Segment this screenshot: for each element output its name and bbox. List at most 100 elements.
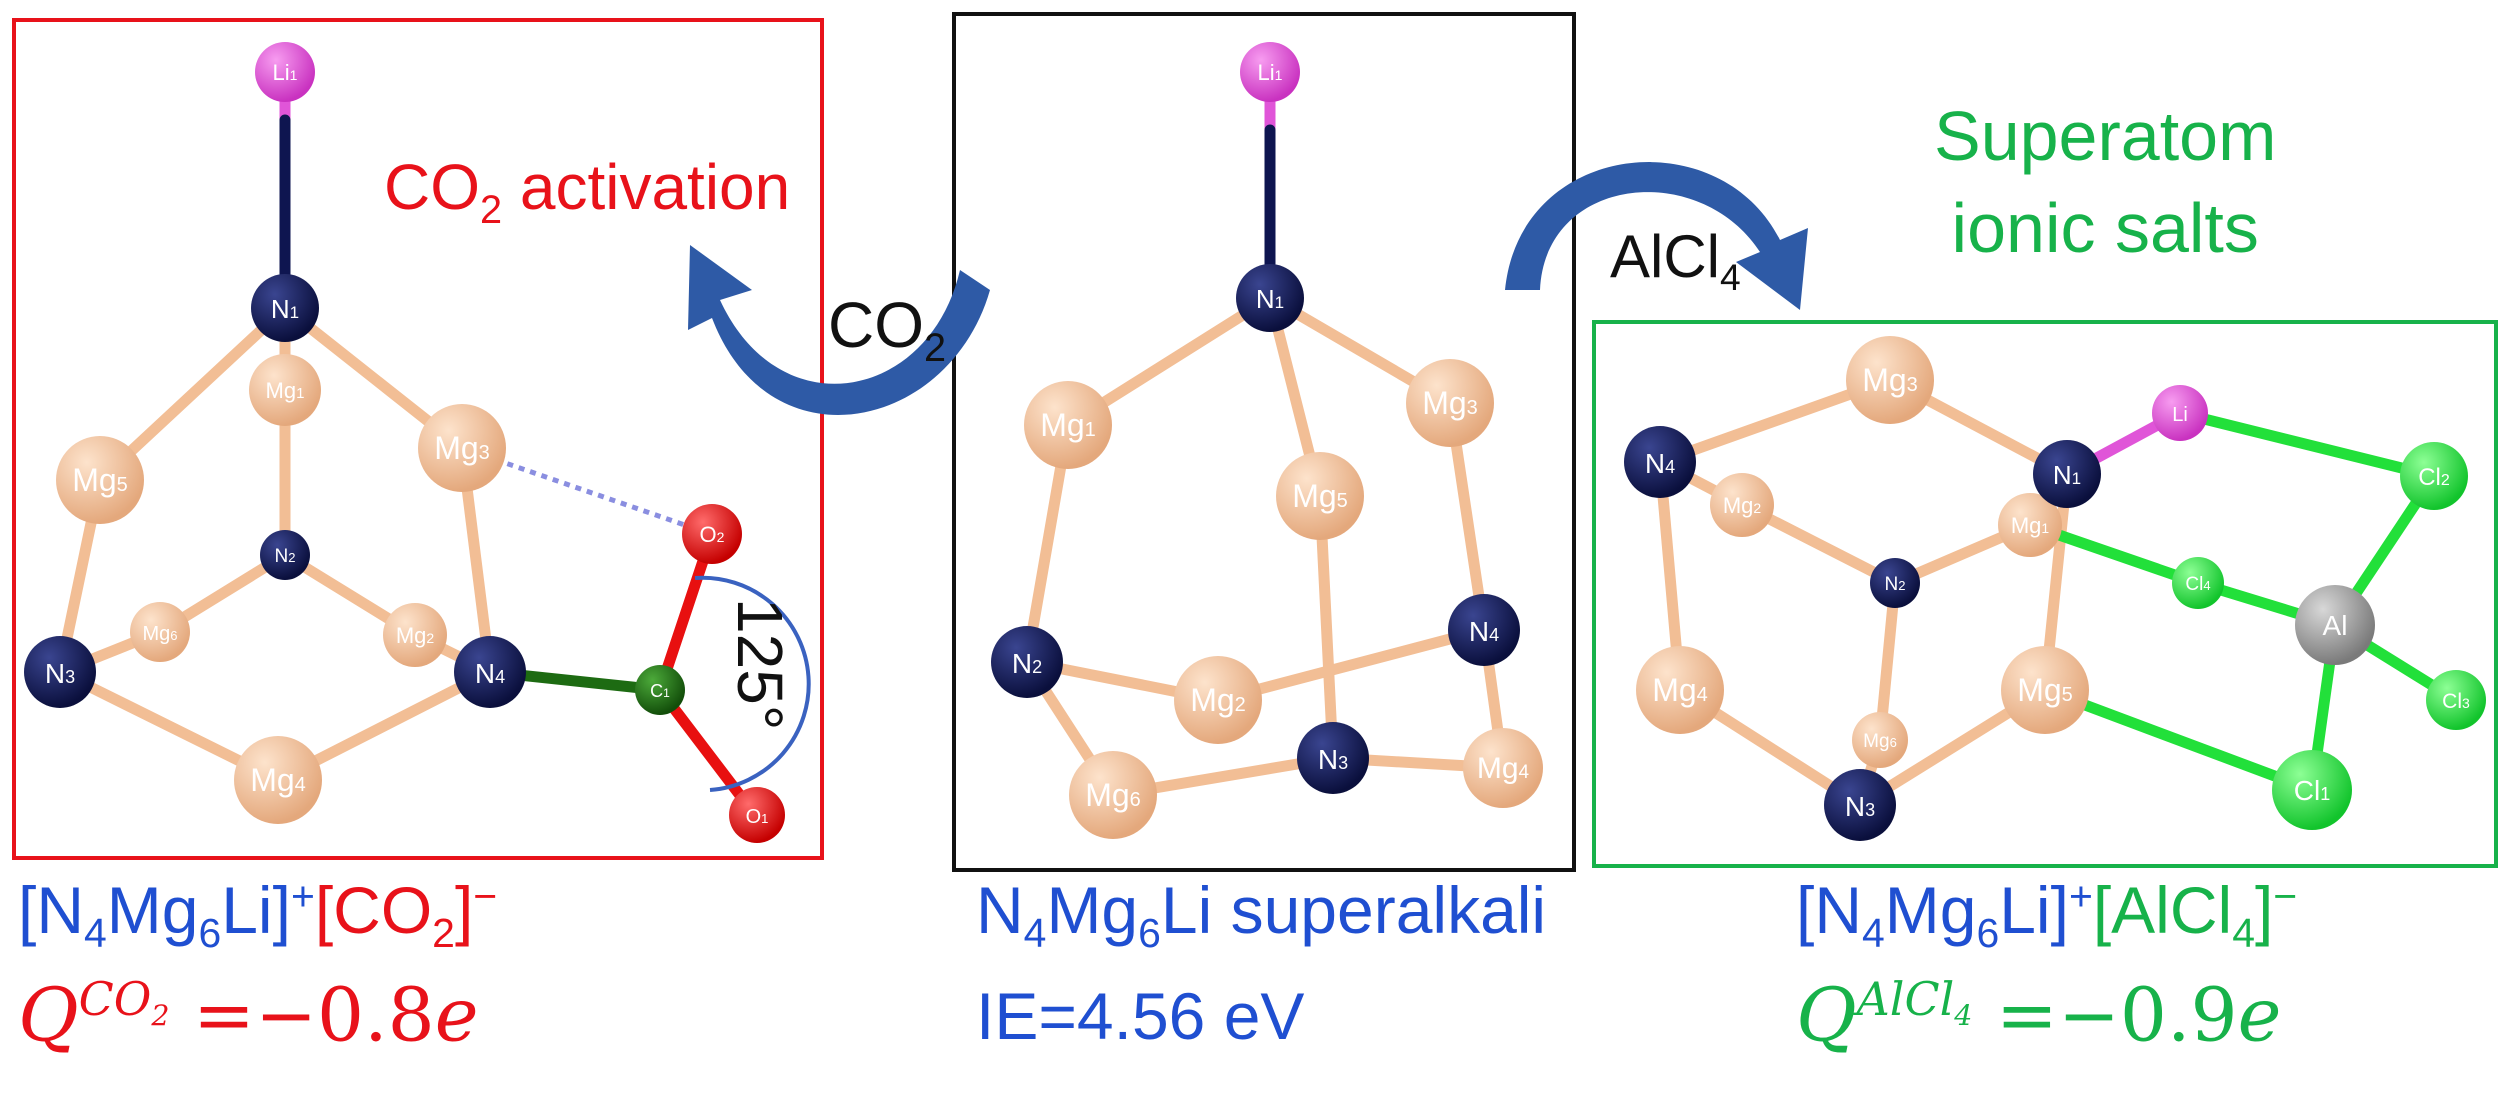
svg-text:O2: O2: [700, 522, 725, 547]
center-molecule: Li1 N1 Mg1 Mg3 Mg5 N2 N4 Mg2 Mg6 N3 Mg4: [991, 42, 1543, 839]
right-atom-n4: N4: [1624, 426, 1696, 498]
right-atom-cl2: Cl2: [2400, 442, 2468, 510]
center-atom-mg2: Mg2: [1174, 656, 1262, 744]
svg-text:Cl2: Cl2: [2418, 464, 2450, 491]
center-atom-n1: N1: [1236, 264, 1304, 332]
svg-text:Mg4: Mg4: [1652, 672, 1708, 708]
center-atom-n4: N4: [1448, 594, 1520, 666]
svg-text:N4: N4: [1645, 448, 1675, 479]
svg-text:N1: N1: [2053, 460, 2081, 490]
right-panel-box: [1592, 320, 2498, 868]
center-atom-n3: N3: [1297, 722, 1369, 794]
left-charge: QCO2 =−0.8e: [18, 972, 479, 1059]
svg-text:N2: N2: [275, 546, 296, 567]
center-atom-li: Li1: [1240, 42, 1300, 102]
svg-text:Cl1: Cl1: [2294, 775, 2330, 806]
right-formula: [N4Mg6Li]+[AlCl4]−: [1796, 873, 2298, 957]
left-atom-n1: N1: [251, 274, 319, 342]
svg-text:O1: O1: [746, 806, 769, 828]
svg-text:N1: N1: [1256, 284, 1284, 314]
center-name: N4Mg6Li superalkali: [976, 873, 1547, 957]
svg-text:C1: C1: [650, 681, 670, 701]
svg-text:Mg3: Mg3: [434, 430, 490, 466]
svg-text:Mg5: Mg5: [2017, 672, 2073, 708]
right-atom-mg2: Mg2: [1710, 473, 1774, 537]
left-atom-n2: N2: [260, 530, 310, 580]
left-atom-mg5: Mg5: [56, 436, 144, 524]
left-atom-mg1: Mg1: [249, 354, 321, 426]
svg-text:Mg1: Mg1: [2011, 513, 2050, 538]
svg-text:Mg6: Mg6: [1085, 777, 1141, 813]
right-atom-n3: N3: [1824, 769, 1896, 841]
svg-text:N2: N2: [1012, 648, 1042, 679]
center-atom-mg1: Mg1: [1024, 381, 1112, 469]
right-atom-cl4: Cl4: [2172, 557, 2224, 609]
svg-text:N3: N3: [1318, 744, 1348, 775]
right-atom-n2: N2: [1870, 558, 1920, 608]
svg-text:Mg3: Mg3: [1862, 362, 1918, 398]
right-atom-n1: N1: [2033, 440, 2101, 508]
svg-text:Mg2: Mg2: [1190, 682, 1246, 718]
center-atom-mg4: Mg4: [1463, 728, 1543, 808]
right-atom-cl1: Cl1: [2272, 750, 2352, 830]
svg-text:Mg6: Mg6: [1863, 731, 1897, 752]
left-atom-o1: O1: [729, 787, 785, 843]
left-atom-n3: N3: [24, 636, 96, 708]
right-atom-al: Al: [2295, 585, 2375, 665]
right-heading-line1: Superatom: [1934, 97, 2277, 175]
co2-reagent-label: CO2: [828, 289, 947, 370]
right-charge: QAlCl4 =−0.9e: [1796, 972, 2282, 1059]
right-molecule: Mg3 Li N4 Mg2 Mg1 N1 Cl2 N2 Cl4 Al Cl3 M…: [1624, 336, 2486, 841]
curved-arrow-right-icon: [1505, 162, 1808, 310]
svg-text:Al: Al: [2323, 610, 2348, 641]
svg-text:Cl3: Cl3: [2442, 690, 2470, 713]
right-atom-mg4: Mg4: [1636, 646, 1724, 734]
center-atom-mg3: Mg3: [1406, 359, 1494, 447]
right-atom-mg1: Mg1: [1998, 493, 2062, 557]
left-atom-o2: O2: [682, 504, 742, 564]
svg-text:Li1: Li1: [1258, 60, 1283, 85]
svg-text:N3: N3: [1845, 791, 1875, 822]
svg-text:Mg2: Mg2: [1723, 493, 1762, 518]
center-atom-mg5: Mg5: [1276, 452, 1364, 540]
svg-text:Mg3: Mg3: [1422, 385, 1478, 421]
svg-text:Mg2: Mg2: [396, 623, 435, 648]
svg-text:N3: N3: [45, 658, 75, 689]
left-molecule: Li1 N1 Mg1 Mg5 Mg3 N2 Mg6 Mg2 N3 N4 Mg4 …: [24, 42, 811, 843]
right-atom-cl3: Cl3: [2426, 670, 2486, 730]
svg-text:Mg5: Mg5: [1292, 478, 1348, 514]
left-atom-mg2: Mg2: [383, 603, 447, 667]
center-atom-n2: N2: [991, 626, 1063, 698]
left-atom-mg4: Mg4: [234, 736, 322, 824]
right-atom-mg3: Mg3: [1846, 336, 1934, 424]
svg-text:Mg4: Mg4: [1477, 752, 1530, 785]
svg-text:N4: N4: [475, 658, 505, 689]
svg-text:N2: N2: [1885, 574, 1906, 595]
svg-text:Mg4: Mg4: [250, 762, 306, 798]
center-atom-mg6: Mg6: [1069, 751, 1157, 839]
bond-angle-label: 125°: [724, 598, 796, 730]
right-heading-line2: ionic salts: [1951, 189, 2259, 268]
svg-text:Mg6: Mg6: [142, 623, 177, 645]
right-atom-li: Li: [2152, 385, 2208, 441]
right-atom-mg5: Mg5: [2001, 646, 2089, 734]
svg-text:Mg1: Mg1: [1040, 407, 1096, 443]
svg-text:Li: Li: [2172, 404, 2188, 426]
left-atom-li: Li1: [255, 42, 315, 102]
svg-text:N4: N4: [1469, 616, 1499, 647]
alcl4-reagent-label: AlCl4: [1610, 223, 1741, 298]
left-panel-box: [12, 18, 824, 860]
left-atom-c1: C1: [635, 665, 685, 715]
svg-text:Mg1: Mg1: [266, 378, 305, 403]
left-atom-n4: N4: [454, 636, 526, 708]
left-heading: CO2 activation: [384, 151, 791, 232]
svg-text:Cl4: Cl4: [2185, 574, 2210, 595]
svg-text:N1: N1: [271, 294, 299, 324]
curved-arrow-left-icon: [688, 245, 990, 415]
svg-text:Li1: Li1: [273, 60, 298, 85]
left-atom-mg3: Mg3: [418, 404, 506, 492]
center-panel-box: [952, 12, 1576, 872]
right-atom-mg6: Mg6: [1852, 712, 1908, 768]
center-ie: IE=4.56 eV: [976, 979, 1305, 1053]
